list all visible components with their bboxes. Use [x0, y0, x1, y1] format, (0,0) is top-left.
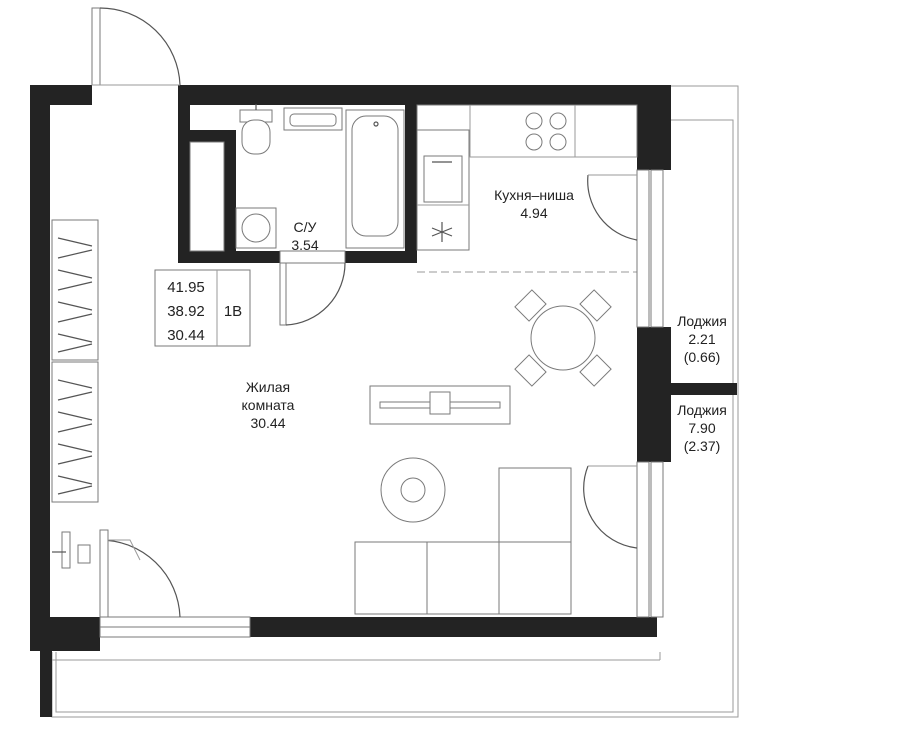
loggia1-name: Лоджия — [677, 313, 727, 329]
living-name-2: комната — [242, 397, 295, 413]
room-area: 30.44 — [167, 327, 205, 344]
sofa — [354, 467, 572, 615]
kitchen-fixtures — [416, 104, 638, 273]
bathroom-name: С/У — [294, 219, 317, 235]
wardrobe — [51, 219, 99, 503]
living-area: 30.44 — [250, 415, 285, 431]
bottom-door — [99, 529, 251, 638]
loggia1-area: 2.21 — [688, 331, 715, 347]
round-table — [380, 457, 446, 523]
electric-panel — [52, 531, 91, 569]
loggia2-reduced: (2.37) — [684, 438, 721, 454]
bathroom-fixtures — [189, 104, 405, 326]
entrance-door — [91, 7, 181, 86]
dining-set — [514, 289, 612, 387]
total-area: 41.95 — [167, 279, 205, 296]
walls — [30, 85, 737, 717]
kitchen-area: 4.94 — [520, 205, 547, 221]
living-area-total: 38.92 — [167, 303, 205, 320]
area-info-table — [154, 269, 251, 347]
loggia2-area: 7.90 — [688, 420, 715, 436]
kitchen-name: Кухня–ниша — [494, 187, 574, 203]
right-windows — [583, 169, 664, 618]
tv-unit — [369, 385, 511, 425]
apartment-type: 1В — [224, 303, 242, 320]
bathroom-area: 3.54 — [291, 237, 318, 253]
loggia2-name: Лоджия — [677, 402, 727, 418]
living-name-1: Жилая — [246, 379, 290, 395]
loggia1-reduced: (0.66) — [684, 349, 721, 365]
